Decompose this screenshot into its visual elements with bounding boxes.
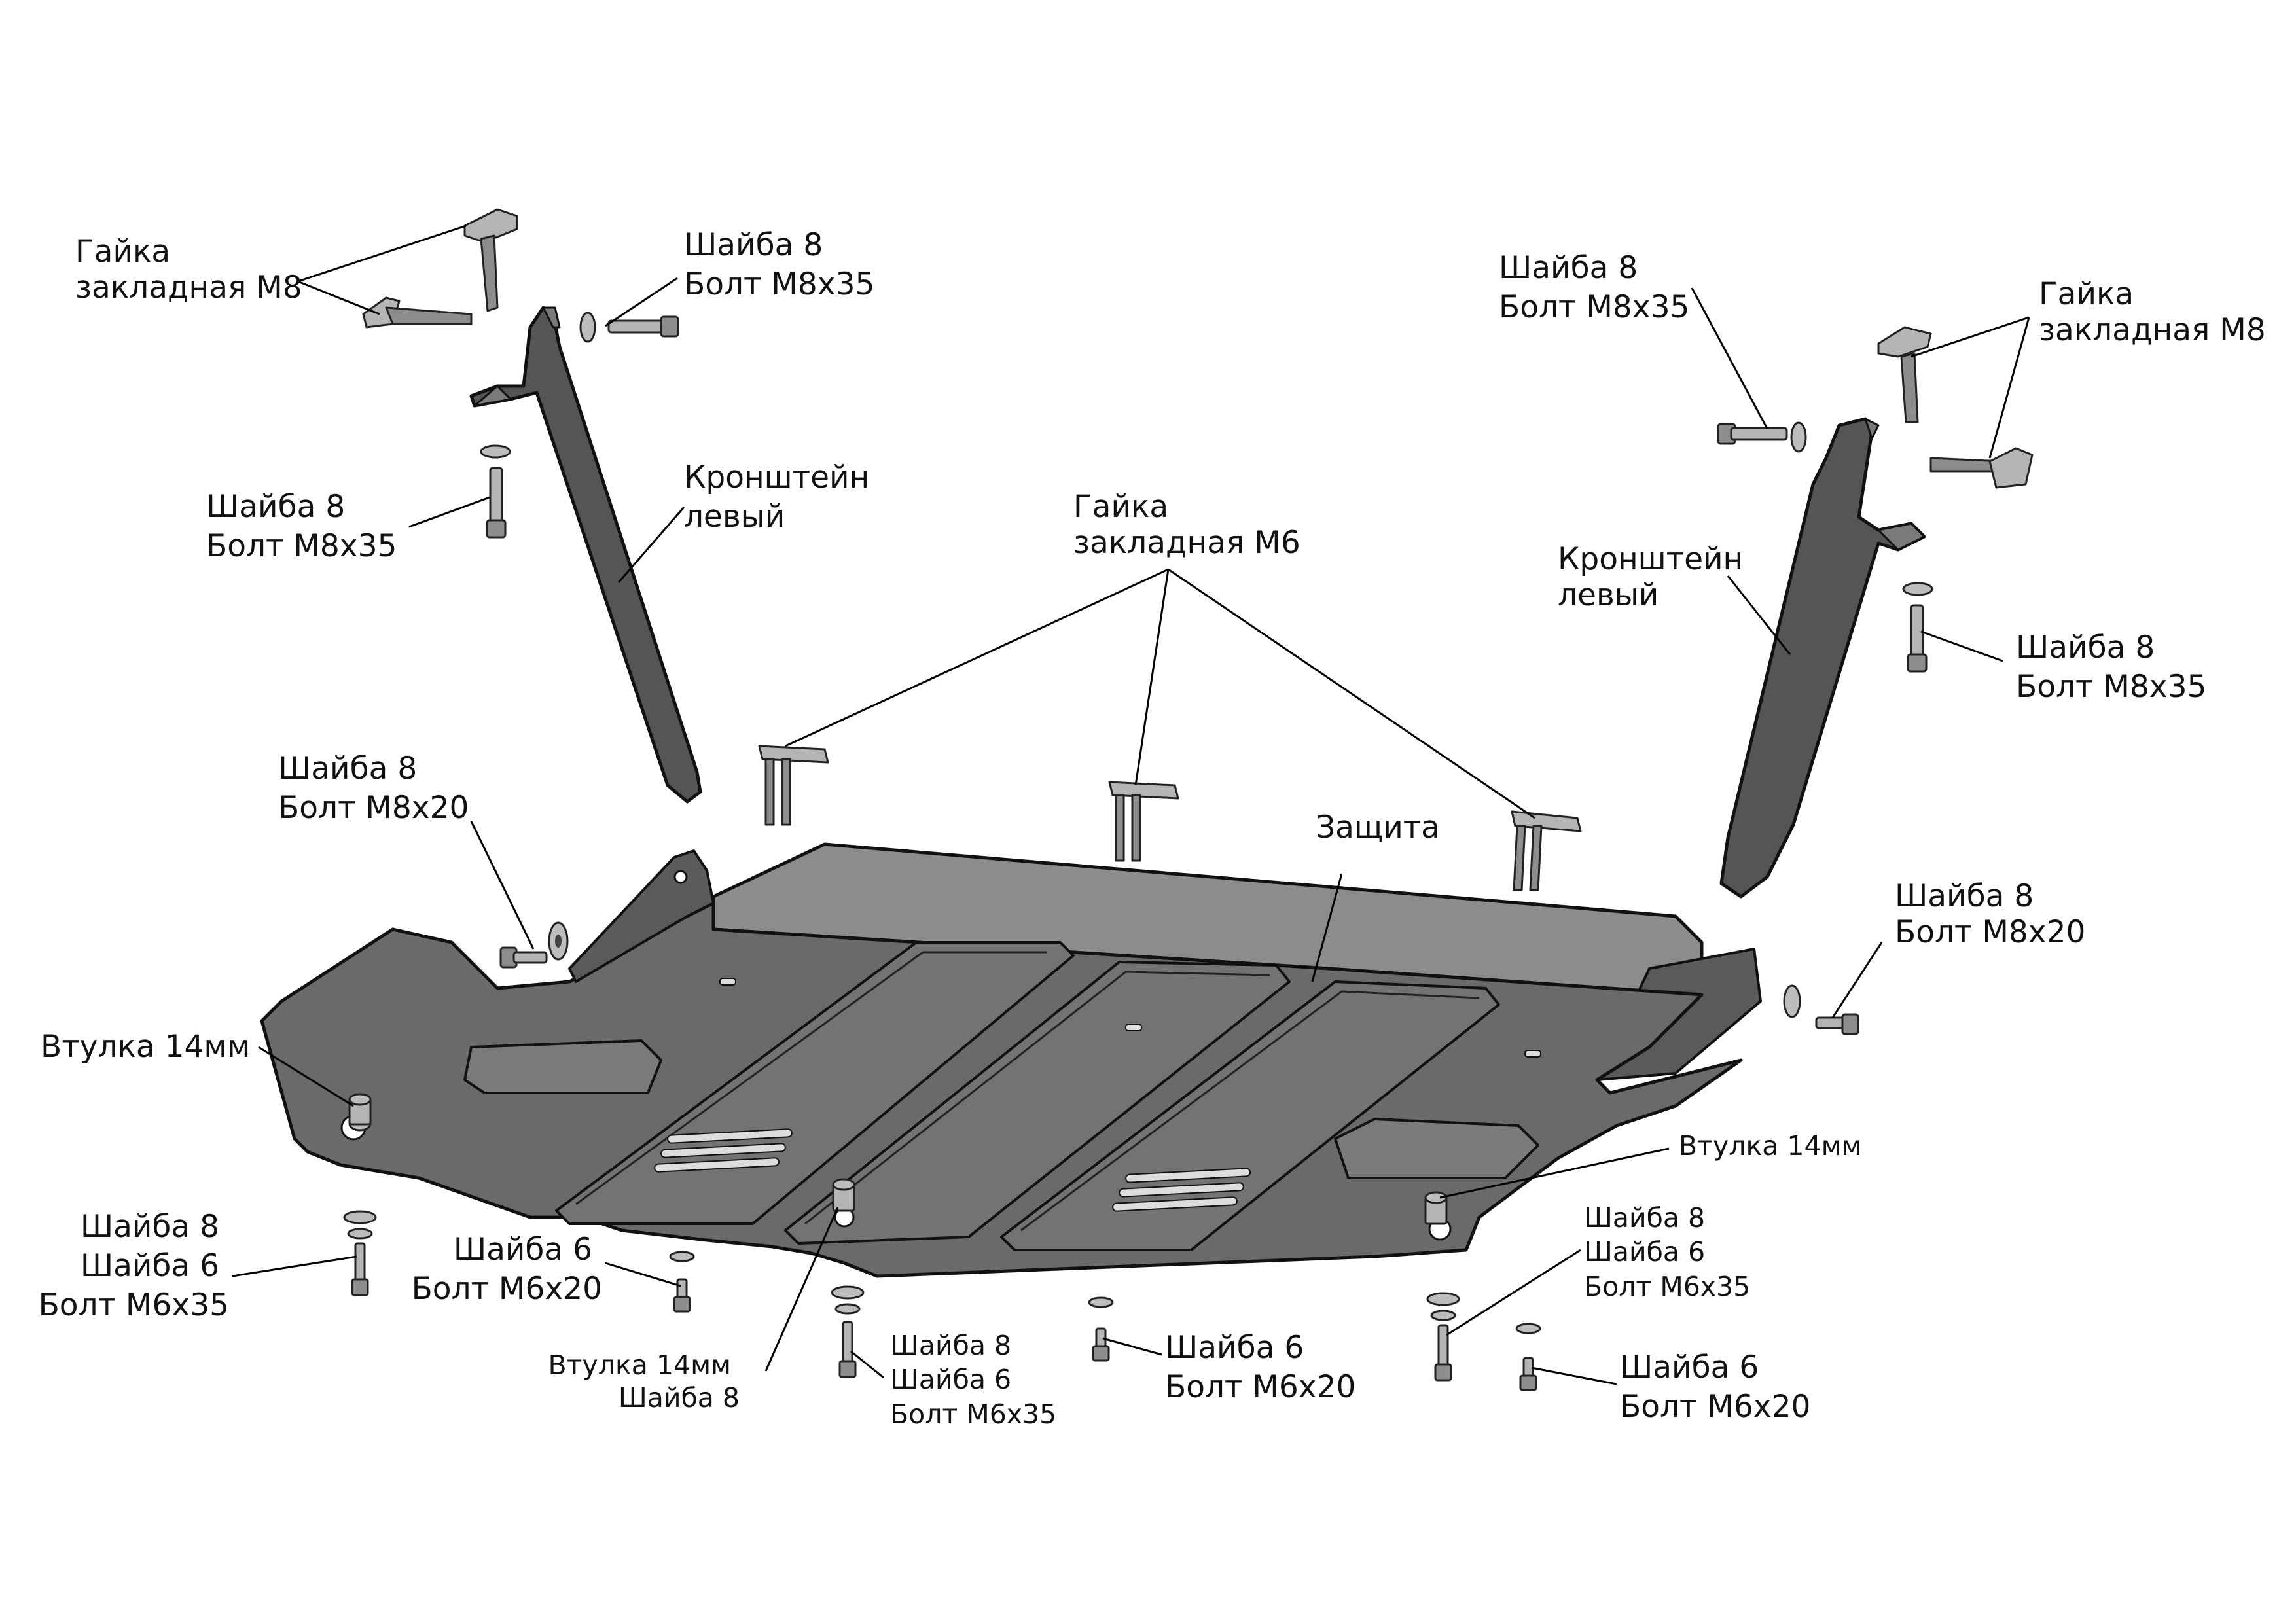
weld-nut-m8-right-b (1929, 447, 2034, 489)
label-fastener-set-bottom-left: Шайба 8 Шайба 6 Болт М6х35 (39, 1209, 229, 1323)
left-bracket (469, 306, 702, 804)
label-washer-bolt-m8x20-right: Шайба 8 Болт М8х20 (1895, 878, 2085, 950)
weld-nut-m8-right-a (1877, 326, 1932, 423)
sleeve-center (832, 1178, 855, 1212)
label-sleeve-right: Втулка 14мм (1679, 1130, 1861, 1162)
label-fastener-set-bottom-center: Шайба 8 Шайба 6 Болт М6х35 (890, 1330, 1056, 1430)
bolt-m8x20-right (1783, 984, 1859, 1035)
label-nut-m6-center: Гайка закладная М6 (1073, 489, 1300, 561)
callout-labels: Гайка закладная М8 Шайба 8 Болт М8х35 Ша… (39, 227, 2266, 1430)
leader-lines (232, 224, 2030, 1385)
label-nut-m8-left: Гайка закладная М8 (75, 234, 302, 306)
label-washer-bolt-m8x20-left: Шайба 8 Болт М8х20 (278, 751, 469, 826)
label-washer6-bolt-right: Шайба 6 Болт М6х20 (1620, 1349, 1810, 1425)
bolt-m8x20-left (499, 921, 569, 969)
label-washer6-bolt-center: Шайба 6 Болт М6х20 (1165, 1330, 1355, 1405)
bolt-m6x35-bottom-left (343, 1210, 377, 1296)
bolt-m8x35-top-right (1717, 421, 1807, 453)
label-washer-bolt-top-right: Шайба 8 Болт М8х35 (1499, 250, 1689, 325)
label-washer-bolt-mid-left: Шайба 8 Болт М8х35 (206, 489, 397, 564)
weld-nut-m6-b (1108, 781, 1179, 862)
weld-nut-m8-left-b (362, 296, 473, 329)
bolt-m6x20-center (1088, 1296, 1114, 1362)
bolt-m6x20-left (669, 1251, 695, 1313)
bolt-m8x35-top-left (579, 312, 679, 343)
label-washer-bolt-top-left: Шайба 8 Болт М8х35 (684, 227, 874, 302)
label-bracket-left-2: Кронштейн левый (1558, 541, 1753, 613)
bolt-m8x35-mid-right (1902, 582, 1933, 673)
weld-nut-m6-c (1511, 810, 1582, 891)
skid-plate (260, 842, 1762, 1278)
label-bracket-left-1: Кронштейн левый (684, 459, 879, 535)
label-sleeve-washer-center: Втулка 14мм Шайба 8 (548, 1349, 740, 1414)
label-fastener-set-bottom-right: Шайба 8 Шайба 6 Болт М6х35 (1584, 1202, 1750, 1302)
bolt-m6x35-bottom-center (831, 1285, 865, 1378)
label-nut-m8-right: Гайка закладная М8 (2039, 276, 2266, 348)
weld-nut-m8-left-a (463, 208, 518, 312)
label-sleeve-left: Втулка 14мм (41, 1029, 250, 1065)
weld-nut-m6-a (758, 745, 829, 826)
label-guard: Защита (1316, 810, 1440, 846)
sleeve-left (348, 1093, 372, 1132)
bolt-m8x35-mid-left (480, 444, 511, 539)
right-bracket (1719, 417, 1926, 899)
label-washer6-bolt-left: Шайба 6 Болт М6х20 (412, 1232, 602, 1307)
sleeve-right (1424, 1191, 1448, 1225)
bolt-m6x35-bottom-right (1426, 1292, 1460, 1382)
bolt-m6x20-right (1515, 1323, 1541, 1391)
label-washer-bolt-mid-right: Шайба 8 Болт М8х35 (2016, 630, 2206, 705)
